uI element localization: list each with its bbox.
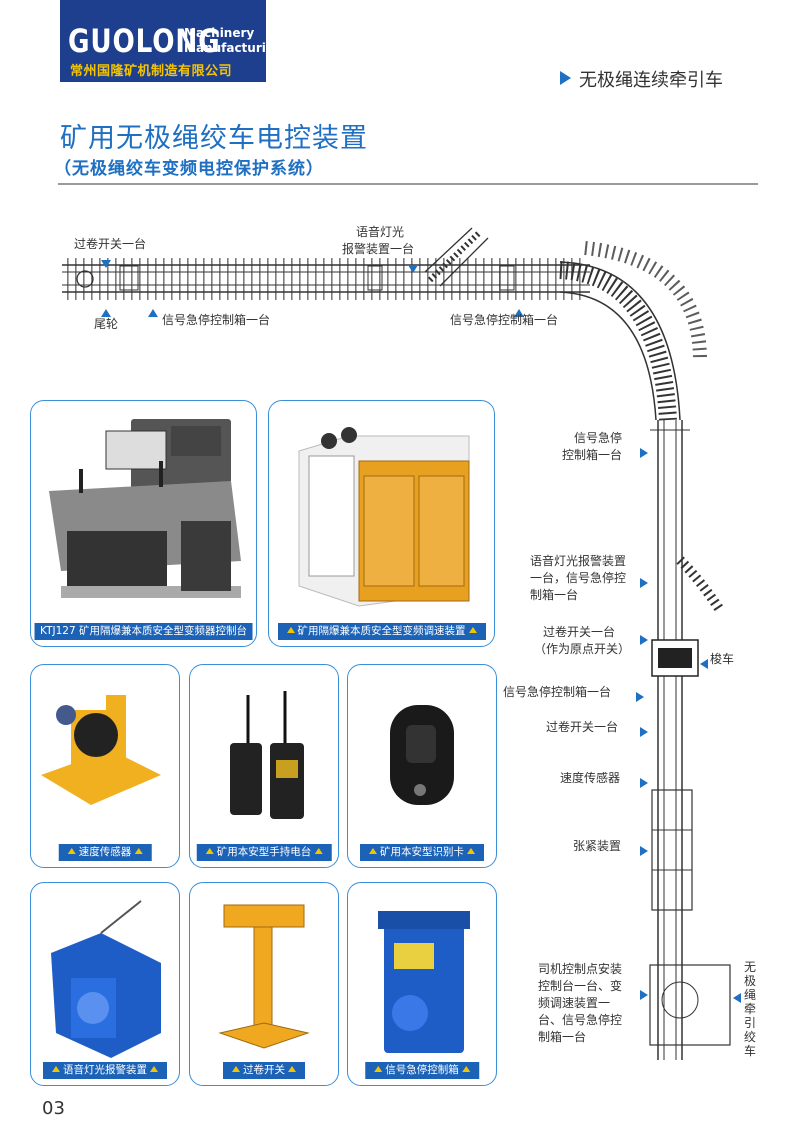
product-card-voice-alarm[interactable]: 语音灯光报警装置 xyxy=(30,882,180,1086)
label-driver-a: 司机控制点安装 xyxy=(538,962,623,976)
label-signal-box-3a: 信号急停 xyxy=(574,431,623,445)
label-driver-c: 频调速装置一 xyxy=(538,996,611,1010)
marker-right-icon xyxy=(640,443,648,462)
marker-up-icon xyxy=(514,302,524,321)
label-tail-wheel: 尾轮 xyxy=(94,317,119,331)
label-voice-signal-a: 语音灯光报警装置 xyxy=(530,554,627,568)
product-caption-label: 矿用本安型识别卡 xyxy=(380,846,464,858)
product-card-speed-sensor[interactable]: 速度传感器 xyxy=(30,664,180,868)
product-caption: 信号急停控制箱 xyxy=(365,1062,479,1079)
marker-up-icon xyxy=(101,302,111,321)
label-driver-b: 控制台一台、变 xyxy=(538,979,623,993)
product-caption: 矿用本安型识别卡 xyxy=(360,844,484,861)
marker-up-icon xyxy=(148,302,158,321)
marker-right-icon xyxy=(640,985,648,1004)
logo-background xyxy=(60,0,266,82)
product-caption-label: 语音灯光报警装置 xyxy=(63,1064,147,1076)
label-overwind-top: 过卷开关一台 xyxy=(74,237,147,251)
label-signal-box-3b: 控制箱一台 xyxy=(562,448,623,462)
logo-wordmark: GUOLONG xyxy=(68,22,221,60)
marker-right-icon xyxy=(640,573,648,592)
marker-right-icon xyxy=(640,630,648,649)
label-speed-sensor: 速度传感器 xyxy=(560,771,621,785)
page-number: 03 xyxy=(42,1098,65,1119)
overwind-switch-image xyxy=(218,904,310,1049)
section-tag: 无极绳连续牵引车 xyxy=(560,66,723,92)
label-driver-e: 制箱一台 xyxy=(538,1030,587,1044)
product-card-console[interactable]: KTJ127 矿用隔爆兼本质安全型变频器控制台 xyxy=(30,400,257,647)
label-signal-box-1: 信号急停控制箱一台 xyxy=(162,313,271,327)
label-voice-light-2: 报警装置一台 xyxy=(342,242,415,256)
product-caption-label: 过卷开关 xyxy=(243,1064,285,1076)
company-name: 常州国隆矿机制造有限公司 xyxy=(70,64,233,79)
product-card-overwind-switch[interactable]: 过卷开关 xyxy=(189,882,339,1086)
label-signal-box-2: 信号急停控制箱一台 xyxy=(450,313,559,327)
label-voice-signal-c: 制箱一台 xyxy=(530,588,579,602)
label-winch-vertical: 无极绳牵引绞车 xyxy=(744,960,757,1058)
vertical-track xyxy=(649,420,731,1060)
section-tag-label: 无极绳连续牵引车 xyxy=(579,70,723,91)
id-card-image xyxy=(390,705,454,805)
product-caption: 过卷开关 xyxy=(223,1062,305,1079)
label-signal-box-4: 信号急停控制箱一台 xyxy=(503,685,612,699)
product-card-radio[interactable]: 矿用本安型手持电台 xyxy=(189,664,339,868)
product-caption: 速度传感器 xyxy=(58,844,152,861)
marker-right-icon xyxy=(636,687,644,706)
product-caption-label: 信号急停控制箱 xyxy=(385,1064,459,1076)
product-caption: 语音灯光报警装置 xyxy=(43,1062,167,1079)
horizontal-track xyxy=(62,227,590,300)
product-card-vfd[interactable]: 矿用隔爆兼本质安全型变频调速装置 xyxy=(268,400,495,647)
title-divider xyxy=(58,183,758,185)
product-caption: KTJ127 矿用隔爆兼本质安全型变频器控制台 xyxy=(34,623,253,640)
product-caption: 矿用隔爆兼本质安全型变频调速装置 xyxy=(277,623,486,640)
console-image xyxy=(49,419,241,598)
marker-left-icon xyxy=(700,654,708,673)
label-overwind-origin-b: （作为原点开关） xyxy=(534,642,631,656)
marker-left-icon xyxy=(733,988,741,1007)
logo-subtitle-line1: Machinery xyxy=(184,26,255,40)
speed-sensor-image xyxy=(41,695,161,805)
marker-down-icon xyxy=(101,253,111,272)
label-tensioner: 张紧装置 xyxy=(573,839,622,853)
product-caption-label: 矿用本安型手持电台 xyxy=(216,846,312,858)
voice-alarm-image xyxy=(51,900,161,1058)
signal-box-image xyxy=(378,911,470,1053)
marker-down-icon xyxy=(408,258,418,277)
page-subtitle: （无极绳绞车变频电控保护系统） xyxy=(54,159,324,179)
logo-subtitle-line2: Manufacturing xyxy=(184,41,283,55)
product-card-id-card[interactable]: 矿用本安型识别卡 xyxy=(347,664,497,868)
page-title: 矿用无极绳绞车电控装置 xyxy=(60,123,368,154)
marker-right-icon xyxy=(640,841,648,860)
product-caption-label: 矿用隔爆兼本质安全型变频调速装置 xyxy=(297,625,466,637)
label-voice-signal-b: 一台，信号急停控 xyxy=(530,571,627,585)
label-overwind-2: 过卷开关一台 xyxy=(546,720,619,734)
label-shuttle-car: 梭车 xyxy=(710,652,735,666)
curved-track xyxy=(559,241,707,421)
label-overwind-origin-a: 过卷开关一台 xyxy=(543,625,616,639)
label-voice-light-1: 语音灯光 xyxy=(356,225,405,239)
product-card-signal-box[interactable]: 信号急停控制箱 xyxy=(347,882,497,1086)
radio-image xyxy=(230,691,304,819)
vfd-image xyxy=(298,427,470,607)
marker-right-icon xyxy=(640,722,648,741)
marker-right-icon xyxy=(640,773,648,792)
product-caption: 矿用本安型手持电台 xyxy=(196,844,332,861)
label-driver-d: 台、信号急停控 xyxy=(538,1013,623,1027)
product-caption-label: 速度传感器 xyxy=(78,846,132,858)
triangle-icon xyxy=(560,71,571,85)
